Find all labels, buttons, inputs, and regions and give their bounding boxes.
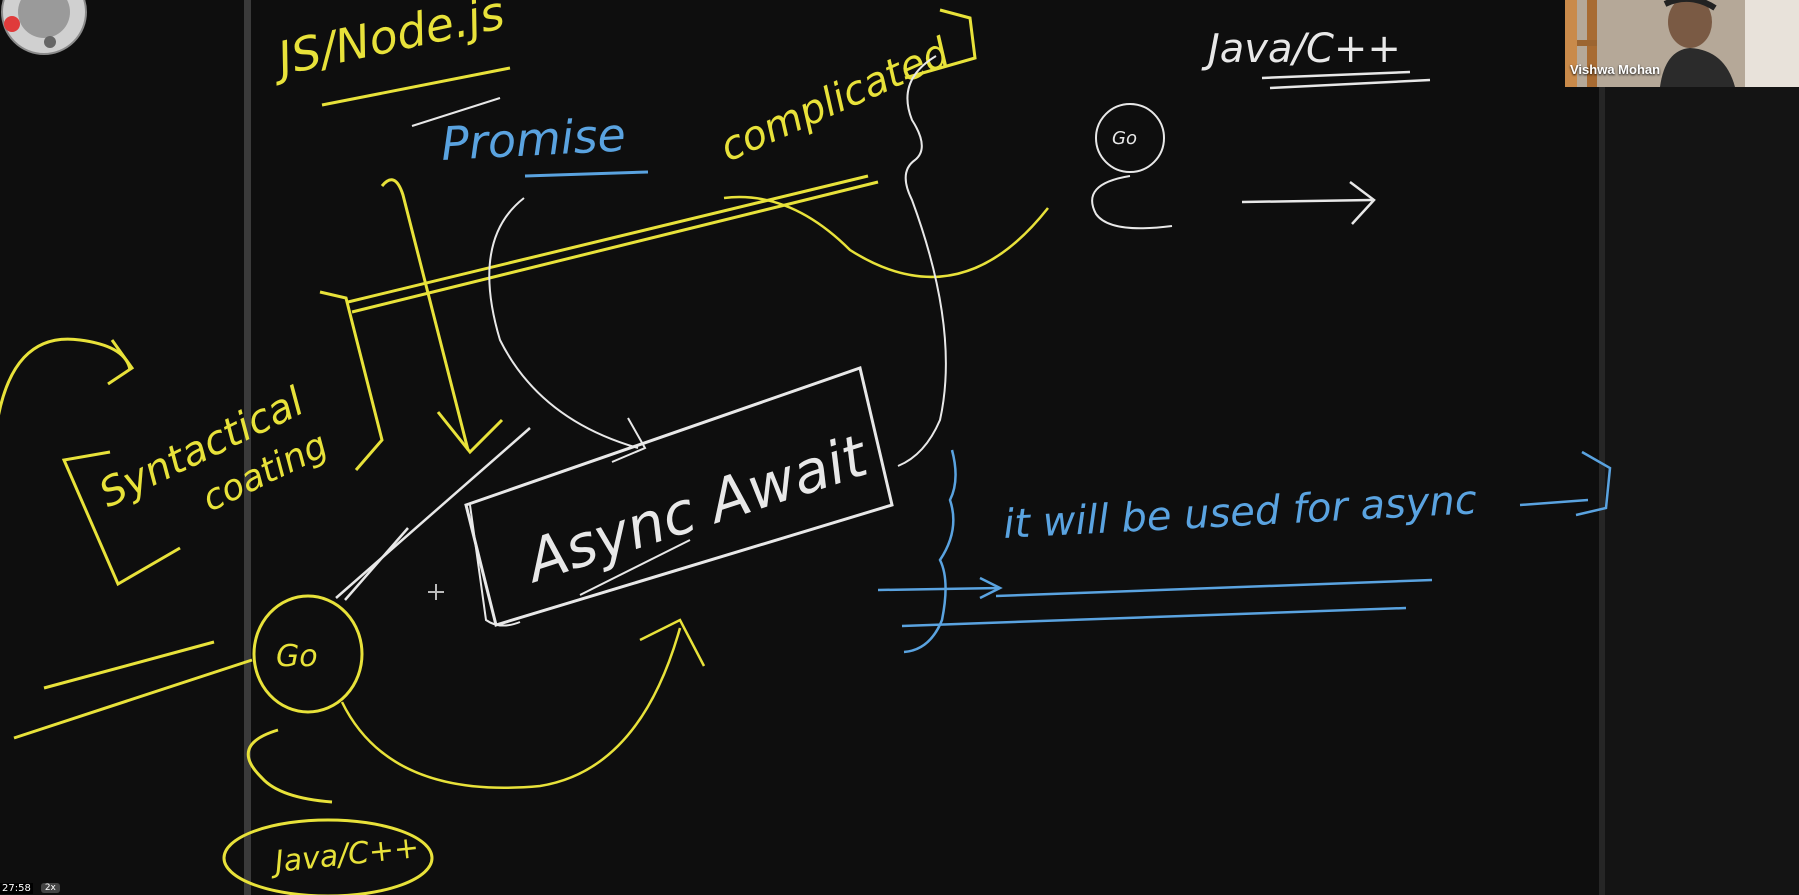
promise-label: Promise	[440, 107, 627, 171]
board-divider-left	[244, 0, 251, 895]
move-cursor-icon	[428, 584, 444, 600]
complicated-note: complicated	[713, 8, 977, 171]
java-cpp-top-group: Java/C++ Go	[1091, 26, 1431, 230]
board-right-margin	[1605, 0, 1799, 895]
player-status: 27:58 2x	[0, 881, 60, 895]
annotation-tool-dial-icon[interactable]	[0, 0, 96, 62]
participant-name: Vishwa Mohan	[1570, 62, 1661, 77]
participant-video[interactable]: Vishwa Mohan	[1565, 0, 1799, 87]
java-cpp-top-label: Java/C++	[1201, 26, 1401, 72]
syntactical-coating-note: Syntactical coating	[0, 290, 384, 587]
async-usage-label: it will be used for async	[1002, 477, 1478, 548]
async-await-box: Async Await	[464, 366, 894, 627]
complicated-label: complicated	[713, 29, 956, 171]
participant-video-frame	[1565, 0, 1799, 87]
java-cpp-bottom-label: Java/C++	[268, 830, 421, 880]
go-bottom-group: Go Java/C++	[13, 594, 706, 895]
async-await-label: Async Await	[515, 421, 878, 597]
js-node-heading: JS/Node.js	[265, 0, 511, 107]
async-usage-note: it will be used for async	[877, 449, 1612, 654]
playback-timestamp: 27:58	[0, 882, 33, 894]
playback-speed-button[interactable]: 2x	[40, 883, 60, 893]
go-bottom-label: Go	[276, 639, 318, 674]
go-top-label: Go	[1112, 128, 1137, 149]
promise-note: Promise	[411, 97, 649, 178]
board-divider-right	[1599, 0, 1605, 895]
